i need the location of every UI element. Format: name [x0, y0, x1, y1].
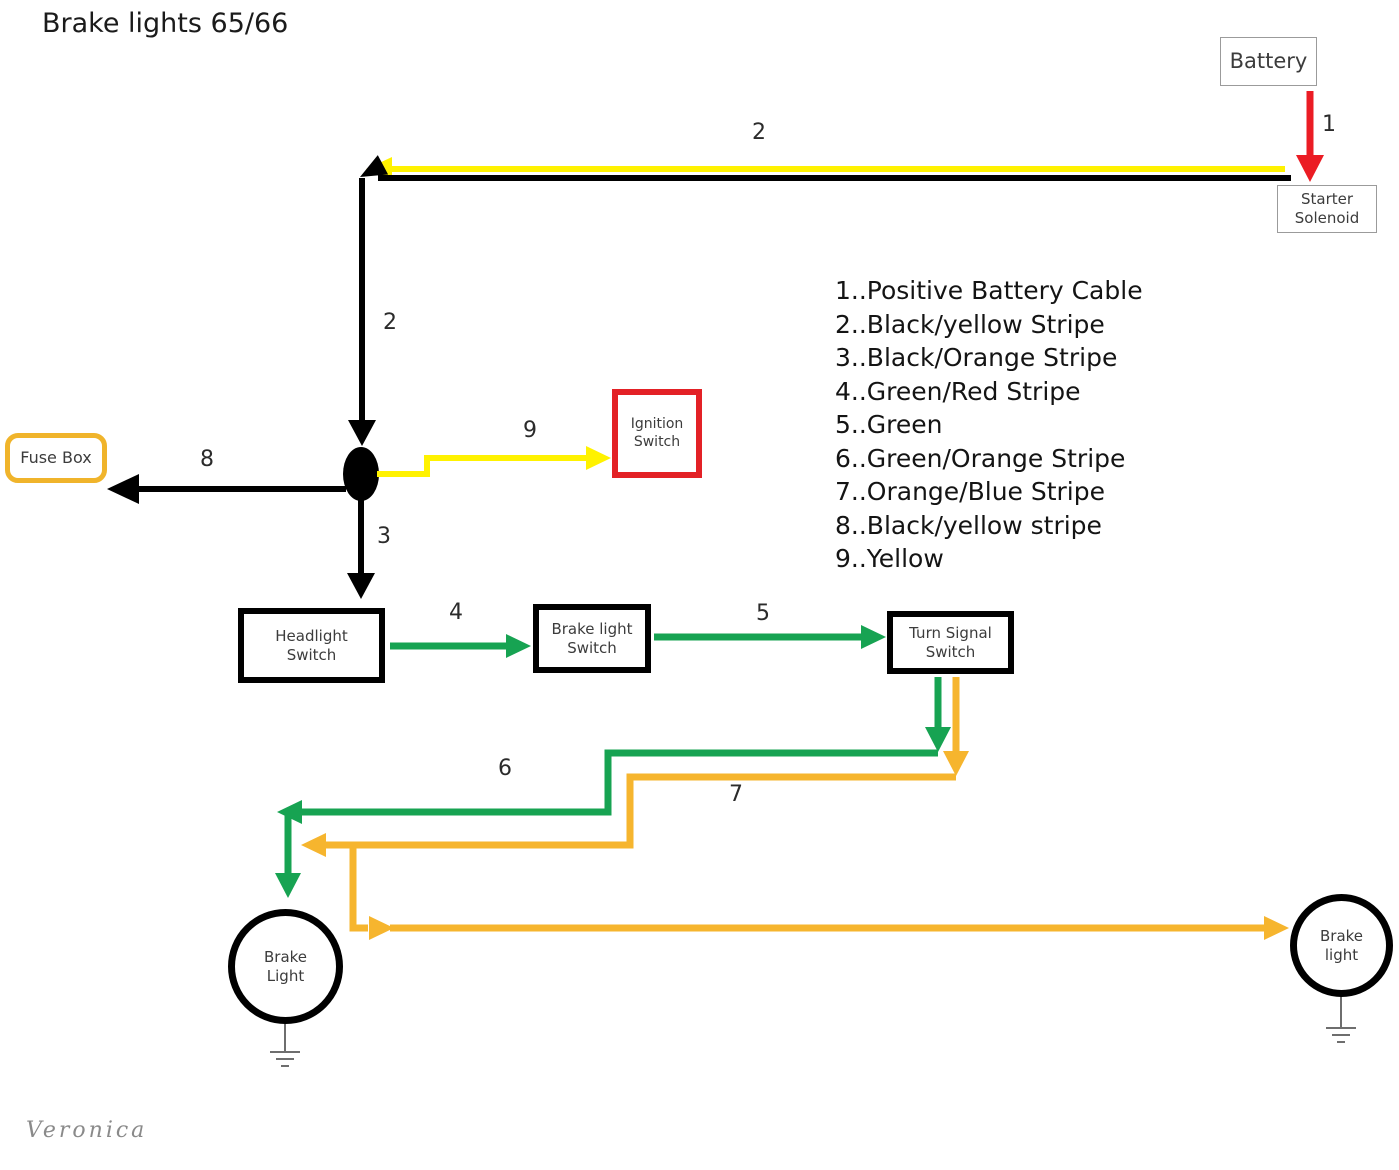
ground-symbol-left-icon — [270, 1022, 300, 1067]
wire-6-route — [286, 749, 938, 816]
legend-item-9: 9..Yellow — [835, 544, 944, 573]
wire-2-arrowhead-down-icon — [348, 420, 376, 446]
headlight-switch-label: Headlight Switch — [275, 626, 348, 664]
brake-light-right-lamp: Brake light — [1290, 894, 1393, 997]
wire-number-7: 7 — [729, 782, 743, 807]
legend-item-8: 8..Black/yellow stripe — [835, 510, 1102, 540]
brake-light-left-lamp: Brake Light — [228, 909, 343, 1024]
wire-number-3: 3 — [377, 524, 391, 549]
legend-item-7: 7..Orange/Blue Stripe — [835, 477, 1106, 506]
legend-item-4: 4..Green/Red Stripe — [835, 376, 1081, 406]
legend-item-6: 6..Green/Orange Stripe — [835, 443, 1126, 473]
battery-box: Battery — [1220, 37, 1317, 86]
wire-number-2-top: 2 — [752, 120, 766, 145]
brake-light-right-label: Brake light — [1319, 926, 1364, 964]
turn-signal-switch-box: Turn Signal Switch — [887, 611, 1014, 674]
wire-number-6: 6 — [498, 756, 512, 781]
brake-light-left-label: Brake Light — [263, 947, 308, 985]
brake-light-switch-label: Brake light Switch — [551, 619, 633, 657]
wire-7-arrowhead-down-icon — [943, 751, 969, 776]
wire-number-9: 9 — [523, 418, 537, 443]
wire-number-8: 8 — [200, 447, 214, 472]
wire-number-2-vertical: 2 — [383, 310, 397, 335]
wire-7-arrowhead-right2-icon — [1264, 916, 1289, 940]
wire-9-yellow — [377, 455, 602, 477]
wire-2-black-arrowhead-left-icon — [360, 155, 389, 177]
wire-color-legend: 1..Positive Battery Cable 2..Black/yello… — [835, 274, 1143, 576]
legend-item-2: 2..Black/yellow Stripe — [835, 309, 1105, 339]
wire-3-arrowhead-down-icon — [347, 573, 375, 599]
wire-number-1: 1 — [1322, 112, 1336, 137]
wire-6-arrowhead-down-icon — [925, 727, 951, 752]
signature: Veronica — [26, 1118, 148, 1143]
ignition-switch-label: Ignition Switch — [630, 416, 684, 450]
brake-light-switch-box: Brake light Switch — [533, 604, 651, 673]
junction-node — [343, 447, 379, 501]
wire-number-5: 5 — [756, 601, 770, 626]
wire-7-arrowhead-right-icon — [369, 916, 394, 940]
wire-6-arrowhead-down2-icon — [275, 873, 301, 898]
wire-7-arrowhead-left-icon — [301, 833, 326, 857]
wire-7-route — [311, 773, 956, 849]
page-title: Brake lights 65/66 — [42, 8, 289, 39]
wire-5-arrowhead-right-icon — [861, 625, 886, 649]
fuse-box: Fuse Box — [5, 433, 107, 483]
wire-number-4: 4 — [449, 600, 463, 625]
wire-4-arrowhead-right-icon — [506, 634, 531, 658]
legend-item-1: 1..Positive Battery Cable — [835, 276, 1143, 305]
legend-item-3: 3..Black/Orange Stripe — [835, 343, 1118, 372]
headlight-switch-box: Headlight Switch — [238, 608, 385, 683]
starter-solenoid-box: Starter Solenoid — [1277, 185, 1377, 233]
fuse-box-label: Fuse Box — [20, 448, 92, 467]
wire-9-arrowhead-right-icon — [586, 446, 611, 470]
legend-item-5: 5..Green — [835, 410, 943, 439]
battery-label: Battery — [1229, 49, 1308, 74]
wire-6-arrowhead-left-icon — [277, 800, 302, 824]
ground-symbol-right-icon — [1326, 996, 1356, 1043]
ignition-switch-box: Ignition Switch — [612, 389, 702, 478]
starter-solenoid-label: Starter Solenoid — [1294, 190, 1360, 227]
wire-7-drop-branch — [349, 848, 368, 932]
wire-1-arrowhead-down-icon — [1296, 155, 1324, 182]
turn-signal-switch-label: Turn Signal Switch — [909, 623, 992, 661]
wire-8-arrowhead-left-icon — [107, 474, 139, 504]
